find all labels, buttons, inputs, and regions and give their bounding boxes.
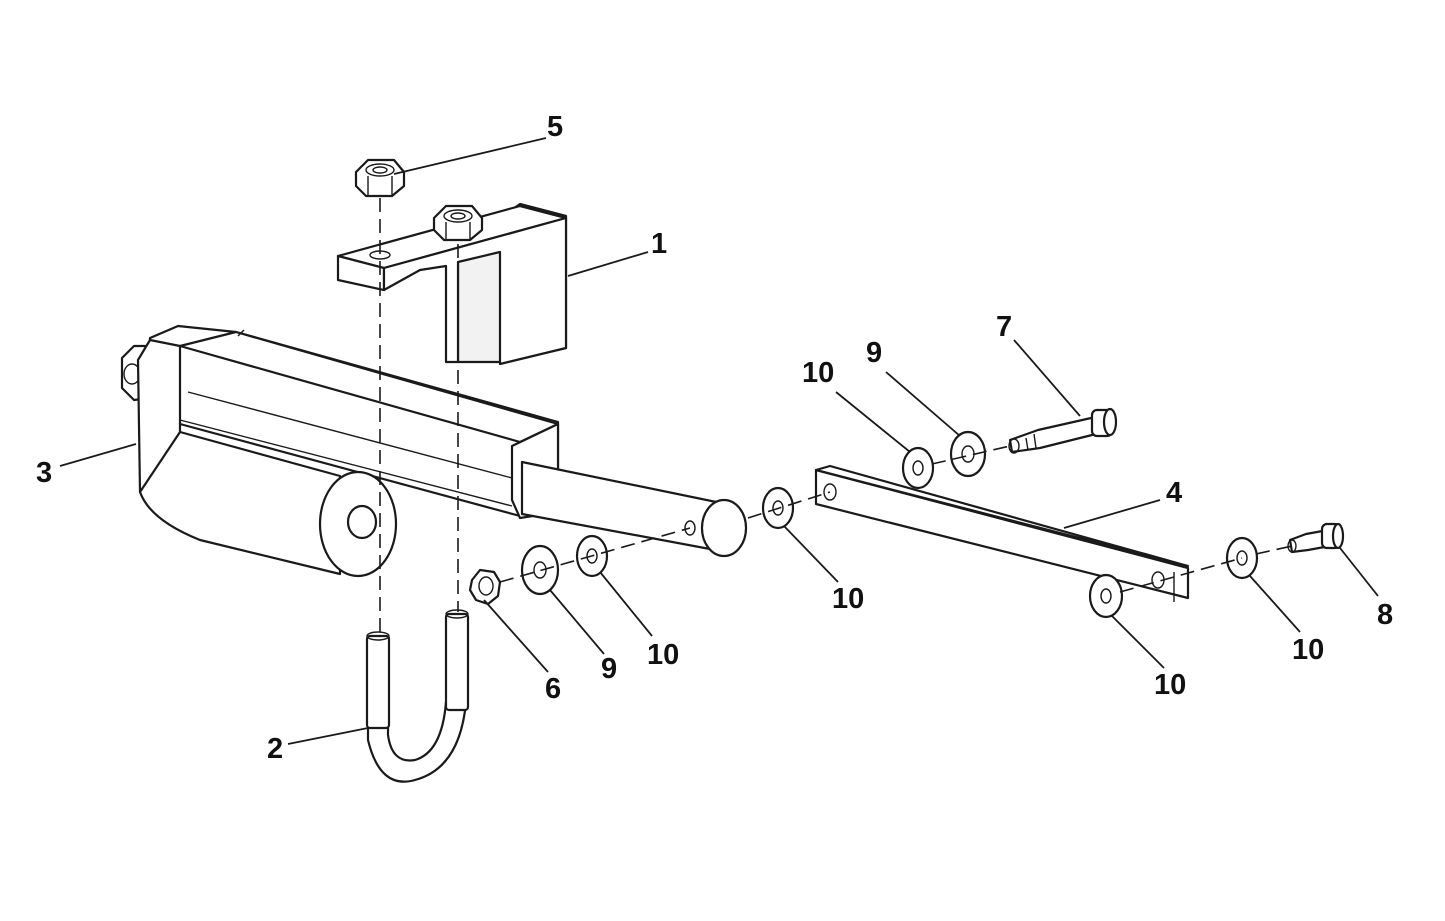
callout-9-upper: 9: [866, 337, 882, 369]
callouts: 5 1 3 4 2 6 9 10 10 10 9 7 10 10 8: [36, 111, 1393, 765]
part-nut-6: [468, 568, 502, 606]
part-nut-top-left: [354, 158, 406, 198]
callout-2: 2: [267, 733, 283, 765]
part-link-bar: [814, 464, 1190, 602]
callout-6: 6: [545, 673, 561, 705]
callout-7: 7: [996, 311, 1012, 343]
centerlines: [379, 198, 1293, 634]
part-washer-9-upper: [949, 430, 987, 478]
part-washer-10-upper: [901, 446, 935, 490]
part-actuator: [120, 324, 748, 578]
callout-4: 4: [1166, 477, 1182, 509]
part-u-bolt: [365, 609, 470, 783]
part-bolt-7: [1008, 407, 1118, 454]
callout-8: 8: [1377, 599, 1393, 631]
leader-lines: [59, 137, 1379, 745]
part-bracket: [336, 202, 568, 366]
part-washer-10-lower: [1088, 573, 1124, 619]
callout-10-upper: 10: [802, 357, 834, 389]
callout-5: 5: [547, 111, 563, 143]
callout-10-right: 10: [1292, 634, 1324, 666]
part-nut-top-right: [432, 204, 484, 242]
part-washer-9-left: [520, 544, 560, 596]
callout-10-mid: 10: [832, 583, 864, 615]
callout-9-left: 9: [601, 653, 617, 685]
callout-3: 3: [36, 457, 52, 489]
part-bolt-8: [1287, 522, 1345, 554]
callout-10-left: 10: [647, 639, 679, 671]
callout-10-lower: 10: [1154, 669, 1186, 701]
callout-1: 1: [651, 228, 667, 260]
